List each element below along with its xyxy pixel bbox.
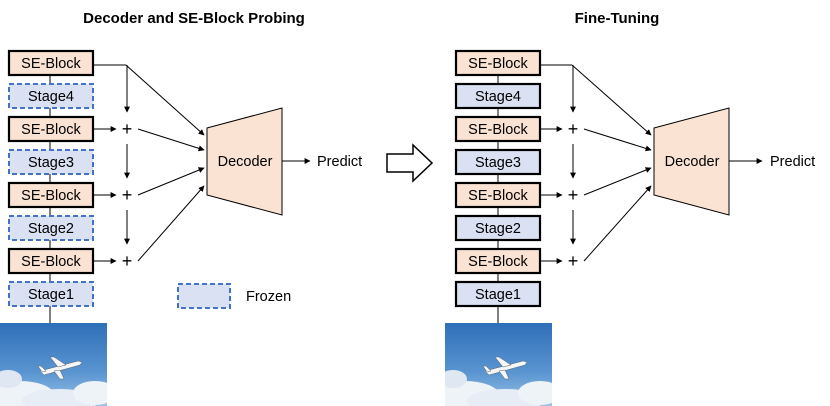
left-blocks: SE-Block Stage4 SE-Block Stage3 SE-Block… [7, 49, 95, 307]
se-block: SE-Block [454, 115, 542, 143]
right-decoder-inputs [571, 64, 652, 262]
plus-symbol: + [122, 251, 133, 271]
frozen-legend-swatch [177, 283, 231, 309]
svg-text:Stage4: Stage4 [28, 89, 74, 105]
svg-text:SE-Block: SE-Block [468, 56, 528, 72]
stage1-block: Stage1 [454, 280, 542, 308]
se-block: SE-Block [454, 181, 542, 209]
left-decoder: Decoder [206, 107, 283, 216]
svg-text:SE-Block: SE-Block [21, 122, 81, 138]
se-block: SE-Block [7, 181, 95, 209]
frozen-legend-label: Frozen [246, 289, 291, 305]
plus-symbol: + [568, 119, 579, 139]
plus-symbol: + [122, 119, 133, 139]
stage2-block-frozen: Stage2 [8, 215, 94, 241]
svg-text:SE-Block: SE-Block [468, 188, 528, 204]
stage4-block: Stage4 [454, 82, 542, 110]
right-plus-symbols: + + + [568, 119, 579, 271]
plus-symbol: + [568, 185, 579, 205]
svg-text:Stage3: Stage3 [475, 155, 521, 171]
right-se-to-plus-arrows [540, 126, 563, 264]
left-top-connector [93, 64, 130, 245]
svg-text:SE-Block: SE-Block [468, 122, 528, 138]
stage4-block-frozen: Stage4 [8, 83, 94, 109]
airplane-photo [0, 323, 107, 406]
se-block: SE-Block [7, 247, 95, 275]
frozen-legend: Frozen [177, 283, 291, 309]
se-block: SE-Block [454, 247, 542, 275]
svg-text:Decoder: Decoder [218, 154, 273, 170]
stage2-block: Stage2 [454, 214, 542, 242]
svg-text:Stage4: Stage4 [475, 89, 521, 105]
svg-text:SE-Block: SE-Block [21, 56, 81, 72]
stage3-block-frozen: Stage3 [8, 149, 94, 175]
svg-text:Stage2: Stage2 [475, 221, 521, 237]
svg-text:Decoder: Decoder [665, 154, 720, 170]
svg-text:Stage3: Stage3 [28, 155, 74, 171]
right-decoder: Decoder [653, 107, 730, 216]
right-blocks: SE-Block Stage4 SE-Block Stage3 SE-Block… [454, 49, 542, 308]
se-block: SE-Block [7, 115, 95, 143]
left-plus-symbols: + + + [122, 119, 133, 271]
left-predict-label: Predict [317, 154, 362, 170]
right-top-connector [540, 64, 576, 245]
svg-text:SE-Block: SE-Block [21, 254, 81, 270]
svg-text:Stage2: Stage2 [28, 221, 74, 237]
svg-text:SE-Block: SE-Block [21, 188, 81, 204]
svg-text:SE-Block: SE-Block [468, 254, 528, 270]
left-panel-title: Decoder and SE-Block Probing [83, 10, 305, 27]
stage1-block-frozen: Stage1 [8, 281, 94, 307]
plus-symbol: + [568, 251, 579, 271]
plus-symbol: + [122, 185, 133, 205]
svg-text:Stage1: Stage1 [28, 287, 74, 303]
transition-arrow [386, 143, 434, 183]
right-panel-title: Fine-Tuning [575, 10, 660, 27]
left-decoder-inputs [125, 64, 205, 262]
right-panel: Fine-Tuning SE-Block Stage4 SE-Block Sta… [445, 10, 815, 406]
right-input-image [445, 323, 552, 406]
left-panel: Decoder and SE-Block Probing SE-Block St… [0, 10, 362, 406]
svg-text:Stage1: Stage1 [475, 287, 521, 303]
se-block: SE-Block [454, 49, 542, 77]
se-block: SE-Block [7, 49, 95, 77]
stage3-block: Stage3 [454, 148, 542, 176]
airplane-photo [445, 323, 552, 406]
left-se-to-plus-arrows [93, 126, 117, 264]
right-predict-label: Predict [770, 154, 815, 170]
left-input-image [0, 323, 107, 406]
